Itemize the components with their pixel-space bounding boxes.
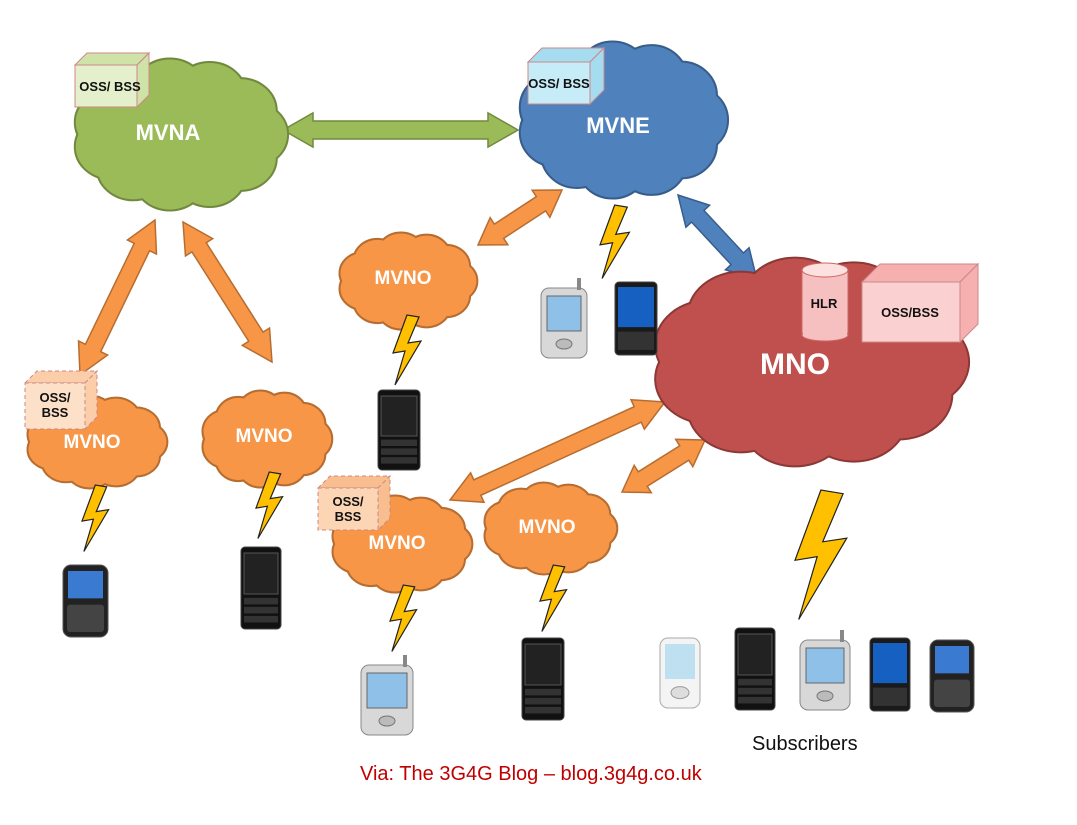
mvno-cloud-3	[201, 389, 334, 489]
lightning-icon-mvno-3	[255, 471, 284, 539]
subscriber-phone-blue	[869, 637, 911, 712]
mno-mvno-arrow-1	[448, 398, 667, 504]
mvne-mno-arrow	[676, 193, 759, 282]
phone-blue-mvne	[614, 281, 658, 356]
mno-mvno-arrow-2	[620, 438, 707, 494]
mvno-cloud-5	[483, 481, 619, 576]
mvno-cloud-2	[26, 394, 169, 490]
phone-blackberry-mvno-2	[62, 564, 109, 638]
lightning-icon-mvno-2	[81, 484, 110, 552]
mvna-oss-bss-label: OSS/ BSS	[79, 78, 141, 94]
mvno-label-2: MVNO	[63, 432, 121, 453]
phone-black-mvno-1	[377, 389, 421, 471]
lightning-icon-mno	[794, 489, 848, 620]
mvne-oss-bss-box	[526, 46, 606, 106]
hlr-database-icon	[801, 262, 849, 342]
subscribers-label: Subscribers	[752, 733, 858, 755]
hlr-label: HLR	[810, 295, 838, 311]
phone-black-mvno-3	[240, 546, 282, 630]
mvna-mvno-arrow-1	[77, 218, 158, 377]
mvna-mvne-arrow	[281, 111, 520, 149]
lightning-icon-mvne	[599, 204, 631, 279]
mvno-oss-bss-box-2	[316, 474, 392, 532]
mvno-label-4: MVNO	[368, 533, 426, 554]
subscriber-phone-blackberry	[929, 639, 975, 713]
lightning-icon-mvno-5	[539, 564, 568, 632]
mvno-oss-bss-label-2: OSS/ BSS	[332, 494, 364, 524]
subscriber-phone-pda	[799, 630, 851, 711]
mvno-label-3: MVNO	[235, 426, 293, 447]
mno-label: MNO	[760, 348, 830, 381]
mvna-label: MVNA	[135, 120, 201, 145]
phone-black-mvno-5	[521, 637, 565, 721]
mvne-oss-bss-label: OSS/ BSS	[528, 75, 590, 91]
source-caption: Via: The 3G4G Blog – blog.3g4g.co.uk	[360, 763, 702, 785]
mno-oss-bss-label: OSS/BSS	[881, 304, 939, 320]
subscriber-phone-white	[659, 637, 701, 709]
lightning-icon-mvno-1	[392, 314, 423, 386]
subscriber-phone-black	[734, 627, 776, 711]
mvna-oss-bss-box	[73, 51, 151, 109]
mno-oss-bss-box	[860, 262, 980, 344]
mvna-mvno-arrow-2	[182, 220, 273, 364]
mvno-cloud-1	[338, 231, 479, 331]
mvno-oss-bss-box-1	[23, 369, 99, 431]
phone-pda-mvno-4	[360, 655, 414, 736]
mvno-label-1: MVNO	[374, 268, 432, 289]
mvne-mvno-arrow	[476, 189, 564, 246]
mvno-label-5: MVNO	[518, 517, 576, 538]
mvna-cloud	[73, 57, 290, 212]
mvne-label: MVNE	[586, 113, 650, 138]
lightning-icon-mvno-4	[389, 584, 418, 652]
mvno-oss-bss-label-1: OSS/ BSS	[39, 390, 71, 420]
phone-pda-mvne	[540, 278, 588, 359]
